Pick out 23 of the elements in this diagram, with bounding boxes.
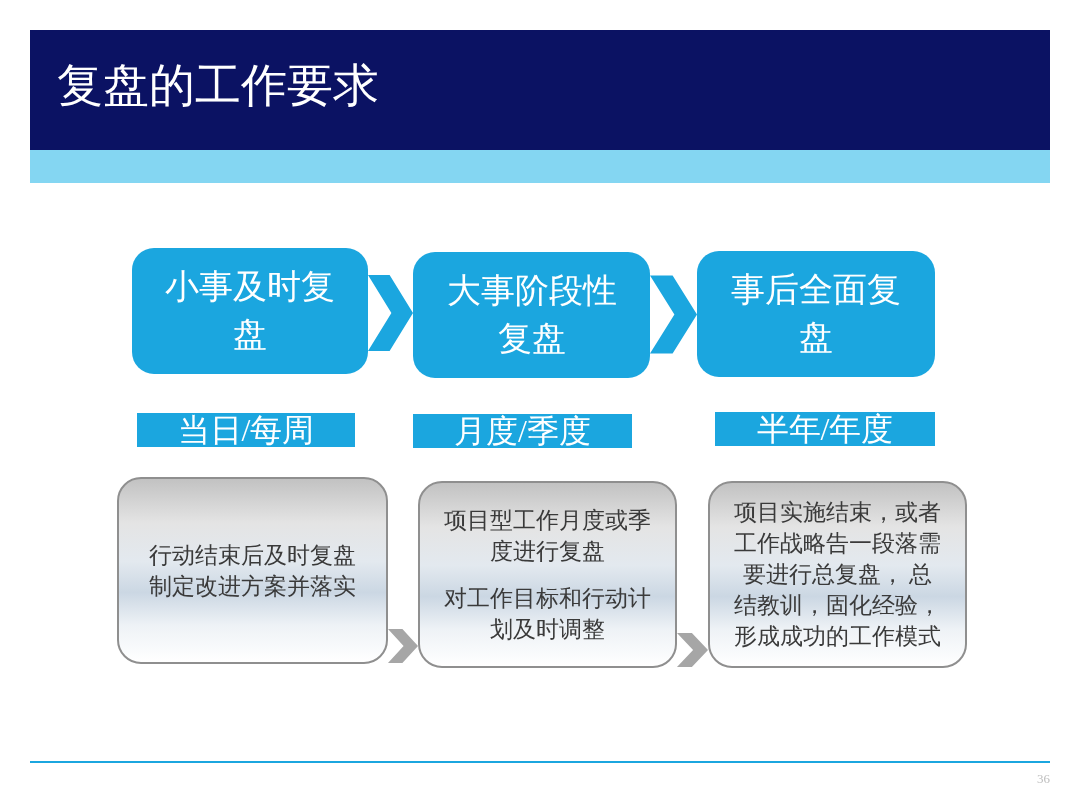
chevron-arrow [388,629,418,663]
period-label: 月度/季度 [454,414,591,448]
note-box [708,481,967,668]
note-text: 制定改进方案并落实 [148,572,357,601]
chevron-arrow [368,275,413,351]
note-text: 项目型工作月度或季度进行复盘 [443,506,652,566]
chevron-arrow [650,275,697,354]
period-label: 半年/年度 [756,412,894,446]
period-label: 当日/每周 [177,413,315,447]
step-title: 小事及时复盘 [164,267,336,355]
note-box [117,477,388,664]
slide-title: 复盘的工作要求 [57,59,379,113]
note-box [418,481,677,668]
step-title: 大事阶段性复盘 [445,271,618,359]
period-band [413,414,632,448]
period-band [137,413,355,447]
period-band [715,412,935,446]
chevron-arrow [677,633,708,667]
page-number: 36 [1037,771,1050,787]
step-title: 事后全面复盘 [730,270,902,358]
note-text: 行动结束后及时复盘 [148,541,357,570]
note-text: 对工作目标和行动计划及时调整 [443,584,652,644]
note-text: 项目实施结束，或者工作战略告一段落需要进行总复盘， 总结教训，固化经验，形成成功的工作模式 [733,499,942,651]
